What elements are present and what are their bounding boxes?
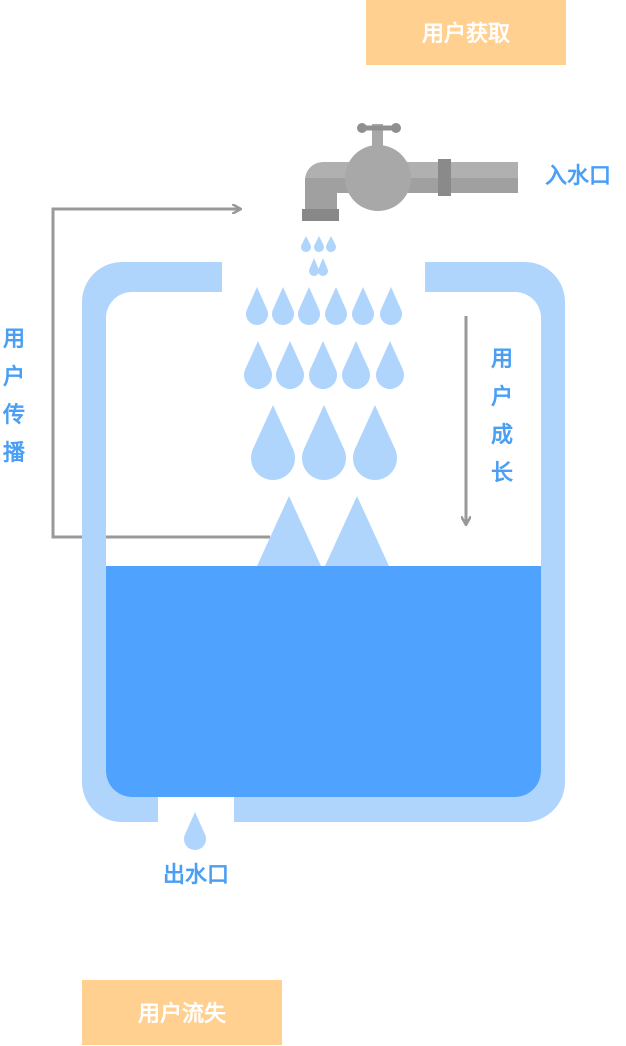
water-drop-icon xyxy=(375,341,404,389)
svg-text:播: 播 xyxy=(3,441,26,466)
water-drop-icon xyxy=(342,341,370,389)
user-acquisition-label: 用户获取 xyxy=(422,21,510,47)
user-spread-label: 用 户 传 播 xyxy=(2,327,26,466)
water-drop-icon xyxy=(302,405,346,480)
svg-text:用: 用 xyxy=(3,327,25,352)
svg-text:成: 成 xyxy=(491,423,513,448)
user-churn-box: 用户流失 xyxy=(82,980,282,1045)
water-drop-icon xyxy=(183,812,207,850)
inlet-label: 入水口 xyxy=(545,164,611,189)
water-drop-icon xyxy=(325,287,347,325)
water-drop-icon xyxy=(325,236,337,253)
water-drop-icon xyxy=(380,287,402,325)
water-drop-icon xyxy=(301,236,311,252)
svg-text:长: 长 xyxy=(491,461,514,486)
outlet-label: 出水口 xyxy=(163,863,229,888)
water-level xyxy=(106,566,541,797)
user-growth-label: 用 户 成 长 xyxy=(491,347,514,486)
water-splash-right xyxy=(325,496,389,566)
svg-text:用: 用 xyxy=(491,347,513,372)
water-tank-icon xyxy=(82,255,565,826)
svg-text:传: 传 xyxy=(2,403,25,428)
water-drops xyxy=(183,236,404,850)
water-drop-icon xyxy=(317,258,328,276)
water-drop-icon xyxy=(246,287,268,325)
water-drop-icon xyxy=(276,341,305,390)
water-drop-icon xyxy=(309,341,337,389)
water-drop-icon xyxy=(298,287,320,325)
user-acquisition-box: 用户获取 xyxy=(366,0,566,65)
water-drop-icon xyxy=(309,258,319,276)
user-churn-label: 用户流失 xyxy=(138,1001,227,1027)
water-splash-left xyxy=(257,496,321,566)
faucet-icon xyxy=(302,123,518,221)
water-drop-icon xyxy=(272,287,294,325)
water-drop-icon xyxy=(314,236,324,252)
water-drop-icon xyxy=(251,405,296,480)
water-drop-icon xyxy=(353,405,398,480)
svg-text:户: 户 xyxy=(3,364,25,390)
water-drop-icon xyxy=(352,287,375,325)
water-drop-icon xyxy=(244,341,272,389)
svg-text:户: 户 xyxy=(491,384,513,410)
